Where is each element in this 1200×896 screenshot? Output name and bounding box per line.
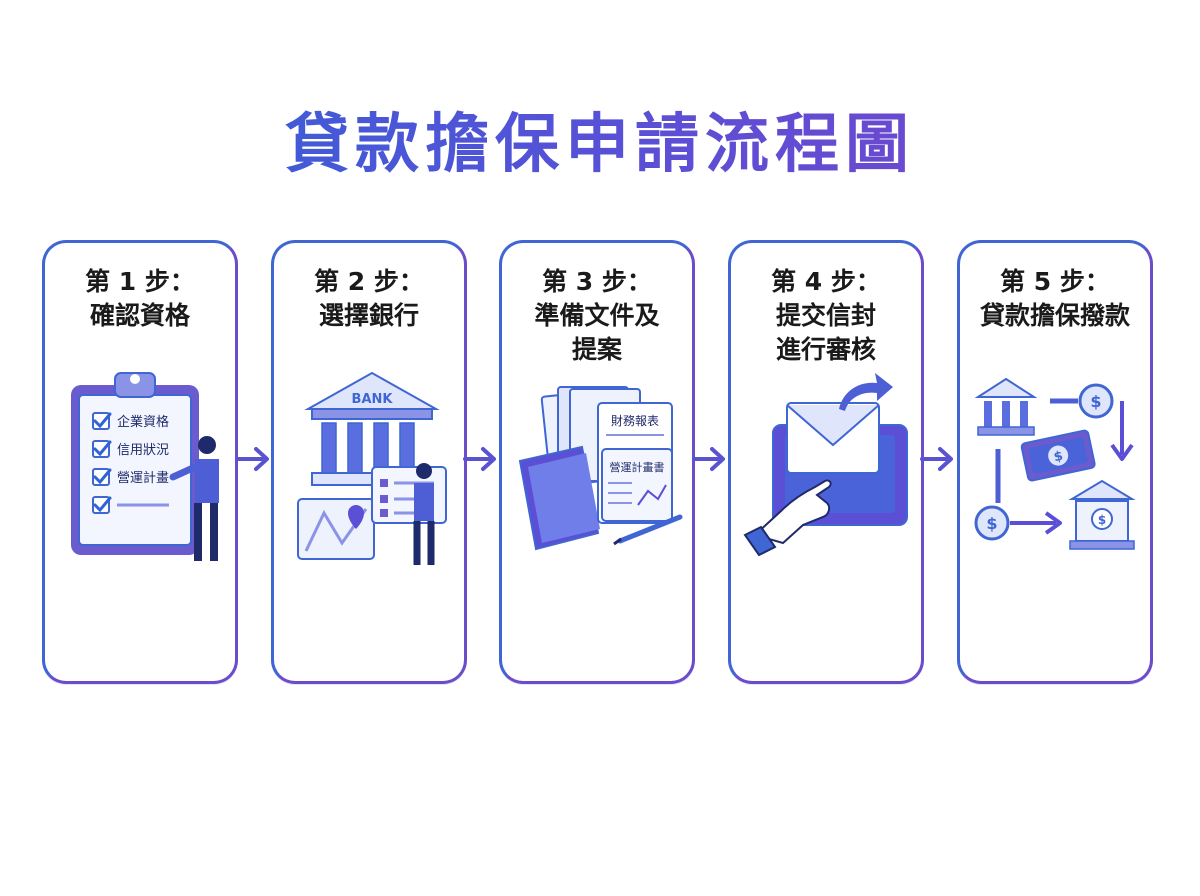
arrow-right-icon bbox=[920, 447, 953, 471]
page-title: 貸款擔保申請流程圖 bbox=[0, 100, 1200, 190]
step-card-3: 第 3 步： 準備文件及 提案 財務報表 營運計畫書 bbox=[499, 240, 695, 684]
arrow-right-icon bbox=[463, 447, 496, 471]
checklist-item: 營運計畫 bbox=[117, 470, 169, 486]
dollar-icon: $ bbox=[1098, 513, 1106, 527]
bank-building-icon: BANK bbox=[297, 371, 447, 565]
doc-label: 財務報表 bbox=[611, 413, 659, 428]
step-label: 第 2 步： bbox=[314, 267, 424, 296]
step-name: 確認資格 bbox=[89, 301, 190, 330]
step-label: 第 1 步： bbox=[85, 267, 195, 296]
step-label: 第 4 步： bbox=[771, 267, 881, 296]
step-label: 第 3 步： bbox=[542, 267, 652, 296]
doc-label: 營運計畫書 bbox=[610, 460, 665, 474]
dollar-icon: $ bbox=[1090, 392, 1101, 411]
step-name: 準備文件及 提案 bbox=[534, 301, 660, 364]
step-name: 貸款擔保撥款 bbox=[979, 301, 1130, 330]
dollar-icon: $ bbox=[986, 514, 997, 533]
document-folder-icon: 財務報表 營運計畫書 bbox=[518, 386, 683, 551]
arrow-right-icon bbox=[236, 447, 269, 471]
step-card-4: 第 4 步： 提交信封 進行審核 bbox=[728, 240, 924, 684]
dollar-icon: $ bbox=[1052, 449, 1064, 466]
step-card-2: 第 2 步： 選擇銀行 BANK bbox=[271, 240, 467, 684]
step-name: 提交信封 進行審核 bbox=[775, 301, 876, 364]
step-card-1: 第 1 步： 確認資格 企業資格 信用狀況 營運計畫 bbox=[42, 240, 238, 684]
step-name: 選擇銀行 bbox=[318, 301, 419, 330]
arrow-right-icon bbox=[692, 447, 725, 471]
clipboard-checklist-icon: 企業資格 信用狀況 營運計畫 bbox=[71, 372, 219, 561]
money-transfer-icon: $ $ $ $ bbox=[974, 377, 1136, 550]
checklist-item: 信用狀況 bbox=[117, 443, 169, 458]
envelope-submit-icon bbox=[743, 373, 908, 557]
step-label: 第 5 步： bbox=[1000, 267, 1110, 296]
bank-sign: BANK bbox=[352, 392, 394, 407]
step-card-5: 第 5 步： 貸款擔保撥款 $ $ $ $ bbox=[957, 240, 1153, 684]
checklist-item: 企業資格 bbox=[117, 414, 169, 430]
